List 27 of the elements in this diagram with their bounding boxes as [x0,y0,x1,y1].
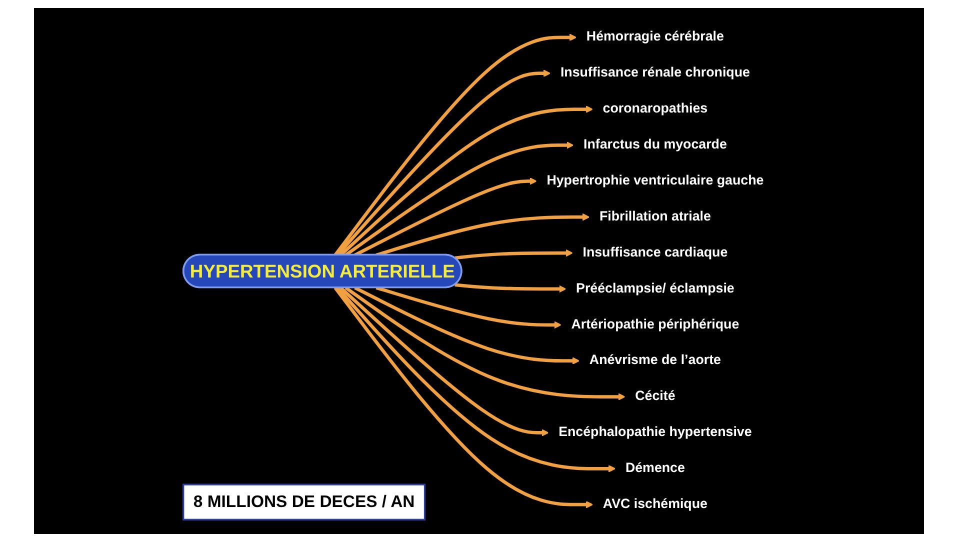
arrow [345,142,574,256]
arrow [334,286,594,508]
arrow [455,249,574,260]
arrow [345,286,626,400]
arrow [376,286,562,329]
arrow [455,283,567,293]
arrow [336,286,616,472]
node-text: Artériopathie périphérique [572,317,740,332]
arrow [340,106,594,256]
node-text: Encéphalopathie hypertensive [559,425,752,440]
node-box: 8 MILLIONS DE DECES / AN [182,484,426,520]
arrow [334,34,578,256]
node-text: Anévrisme de l’aorte [590,353,722,368]
node-text: Insuffisance cardiaque [583,246,728,260]
node-text: Fibrillation atriale [600,210,712,224]
node-text: Prééclampsie/ éclampsie [576,281,735,296]
node-text: AVC ischémique [603,497,708,512]
node-text: Hypertrophie ventriculaire gauche [547,174,764,188]
node-text: Démence [626,461,686,476]
node-text: Hémorragie cérébrale [586,30,724,44]
node-text: coronaropathies [603,102,708,116]
arrow [340,286,550,436]
arrow [354,286,580,365]
node-text: Cécité [636,389,676,404]
node-text: Infarctus du myocarde [584,138,728,152]
arrow [336,70,552,256]
node-text: Insuffisance rénale chronique [560,66,750,80]
